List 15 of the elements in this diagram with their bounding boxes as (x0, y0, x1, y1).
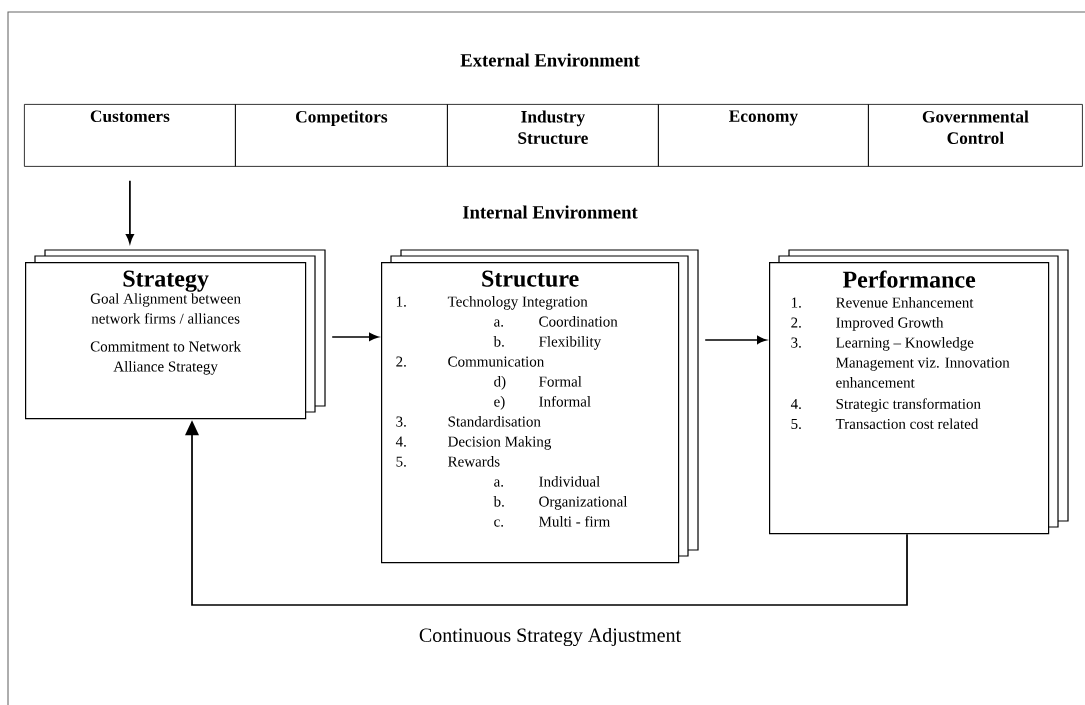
arrow (125, 179, 134, 244)
table-cell: Economy (658, 104, 869, 167)
stacked-box: Structure 1. Technology Integration a. Coordination b. Flexibility 2. Communication d) Formal e) Informal 3. Standardisation 4. Decision Making 5. Rewards a. Individual b. Organizational c. Multi - firm (381, 249, 699, 564)
arrow (185, 420, 908, 606)
table-cell: Governmental Control (868, 104, 1083, 167)
arrow (331, 333, 379, 341)
edge-label: Continuous Strategy Adjustment (417, 626, 683, 648)
stacked-box: Strategy Goal Alignment between network firms / alliances Commitment to Network Alliance Strategy (25, 249, 326, 420)
table-cell: Industry Structure (447, 104, 659, 167)
table-cell: Competitors (235, 104, 448, 167)
table-cell: Customers (24, 104, 236, 167)
heading: Internal Environment (462, 205, 638, 219)
arrow (704, 336, 767, 344)
heading: External Environment (460, 53, 640, 67)
stacked-box: Performance 1. Revenue Enhancement 2. Improved Growth 3. Learning – Knowledge Management viz. Innovation enhancement 4. Strategic transformation 5. Transaction cost related (769, 249, 1069, 535)
